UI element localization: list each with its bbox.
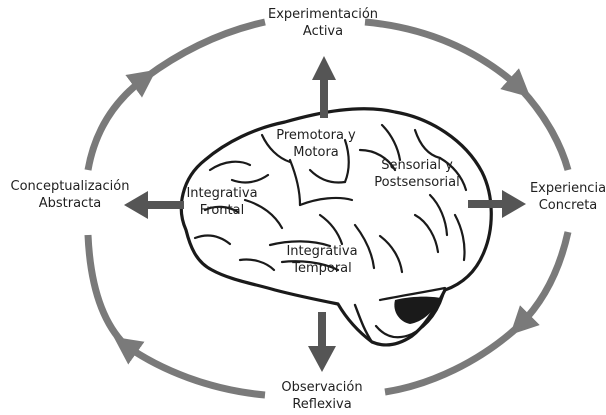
cycle-arrow-bottom-right: [384, 322, 523, 396]
arrow-down-icon: [308, 312, 336, 372]
label-right-line1: Experiencia: [529, 181, 606, 196]
label-left-line2: Abstracta: [38, 196, 102, 211]
brain-icon: [179, 107, 493, 347]
cycle-ring: [84, 18, 572, 399]
label-conceptualizacion-abstracta: Conceptualización Abstracta: [11, 178, 130, 212]
label-experimentacion-activa: Experimentación Activa: [268, 6, 378, 40]
label-temporal-line2: Temporal: [292, 261, 352, 276]
cycle-arrow-right-bottom: [510, 231, 572, 335]
cycle-arrow-bottom-left: [113, 336, 266, 399]
label-integrativa-frontal: Integrativa Frontal: [186, 185, 257, 219]
label-top-line2: Activa: [302, 24, 344, 39]
label-bottom-line1: Observación: [281, 380, 363, 395]
cycle-arrow-left-top: [84, 69, 157, 171]
label-sensorial-postsensorial: Sensorial y Postsensorial: [374, 157, 459, 191]
arrow-right-icon: [468, 190, 526, 218]
label-premotor-line1: Premotora y: [276, 128, 356, 143]
brain-folds: [193, 123, 468, 274]
label-frontal-line2: Frontal: [199, 203, 245, 218]
label-sensory-line1: Sensorial y: [381, 158, 453, 173]
label-observacion-reflexiva: Observación Reflexiva: [281, 379, 362, 413]
label-premotor-line2: Motora: [293, 145, 339, 160]
label-premotora-motora: Premotora y Motora: [276, 127, 355, 161]
label-bottom-line2: Reflexiva: [292, 397, 352, 412]
cycle-arrow-top-left: [142, 18, 266, 81]
label-integrativa-temporal: Integrativa Temporal: [286, 243, 357, 277]
label-left-line1: Conceptualización: [10, 179, 130, 194]
label-top-line1: Experimentación: [267, 7, 379, 22]
label-right-line2: Concreta: [538, 198, 598, 213]
arrow-up-icon: [312, 56, 336, 118]
brain-cerebellum-fill: [394, 296, 440, 324]
brain-stem: [353, 303, 374, 344]
label-sensory-line2: Postsensorial: [374, 175, 460, 190]
brain-cerebellum: [374, 286, 447, 339]
arrow-left-icon: [124, 191, 184, 219]
label-temporal-line1: Integrativa: [286, 244, 358, 259]
direction-arrows: [124, 56, 526, 372]
cycle-arrow-right-descend: [517, 85, 572, 171]
cycle-arrow-top-right: [364, 18, 531, 98]
label-frontal-line1: Integrativa: [186, 186, 258, 201]
label-experiencia-concreta: Experiencia Concreta: [530, 180, 606, 214]
cycle-arrow-left-ascend: [84, 234, 128, 348]
brain-outline: [179, 107, 493, 347]
